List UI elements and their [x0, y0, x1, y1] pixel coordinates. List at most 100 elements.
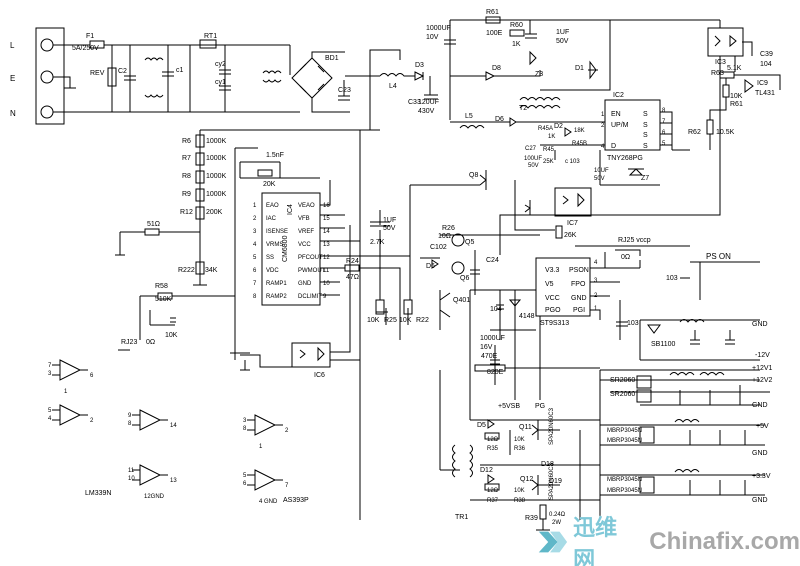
c24-label: C24 [486, 257, 499, 264]
pfc-resistor-divider: R6 1000K R7 1000K R8 1000K R9 1000K R12 … [115, 49, 401, 351]
comparator-pin-label: 8 [128, 421, 132, 427]
r12b-label: 12Ω [487, 488, 499, 494]
d3-label: D3 [415, 62, 424, 69]
r35-label: R35 [487, 446, 499, 452]
sr2060a-label: SR2060 [610, 377, 635, 384]
ic4-pin-ss: SS [266, 255, 274, 261]
ic4-pin-veao: VEAO [298, 203, 315, 209]
ic4-pin-isense: ISENSE [266, 229, 288, 235]
comparator-4 [132, 464, 168, 486]
tl431-label: TL431 [755, 90, 775, 97]
r25k-label: 25K [543, 159, 554, 165]
r10k-a: 10K [367, 317, 380, 324]
ic4-pin-num-right: 10 [323, 281, 330, 287]
r10kb-main: 10K [514, 488, 525, 494]
c103-ps: 103 [666, 275, 678, 282]
comparator-pin-label: 11 [128, 468, 135, 474]
r38-label: R38 [514, 498, 526, 504]
comparator-pin-label: 4 GND [259, 499, 278, 505]
ic4-pin-num-right: 16 [323, 203, 330, 209]
ic4-pin-ramp2: RAMP2 [266, 294, 287, 300]
ic4-pin-num-right: 13 [323, 242, 330, 248]
c1-label: c1 [176, 67, 184, 74]
ic4-pin-num-left: 6 [253, 268, 257, 274]
r820-label: 820E [487, 369, 504, 376]
st-n4: 4 [594, 260, 598, 266]
z3-label: Z3 [535, 71, 543, 78]
main-switch-section: TR1 D5 12Ω R35 10K R36 Q11 SPA20N60C3 D1… [359, 130, 600, 531]
ic2-n2: 2 [601, 123, 605, 129]
rt1-label: RT1 [204, 33, 217, 40]
gnd-out-3: GND [752, 450, 768, 457]
r9-value: 1000K [206, 191, 227, 198]
comparator-pin-label: 2 [90, 418, 94, 424]
r26k-label: 26K [564, 232, 577, 239]
comparator-pin-label: 12GND [144, 494, 165, 500]
r222-value: 34K [205, 267, 218, 274]
comparator-pin-label: 10 [128, 476, 135, 482]
comparator-5 [247, 414, 283, 436]
bd1-label: BD1 [325, 55, 339, 62]
ic4-pin-num-left: 2 [253, 216, 257, 222]
mbr-b: MBRP3045N [607, 438, 642, 444]
comparator-pin-label: 6 [90, 373, 94, 379]
ic4-pin-num-right: 12 [323, 255, 330, 261]
r62-label: R62 [688, 129, 701, 136]
ic2-n8: 8 [662, 108, 666, 114]
ic4-pin-vrms: VRMS [266, 242, 283, 248]
st-pin-pgo: PGO [545, 307, 561, 314]
comparator-pin-label: 1 [64, 389, 68, 395]
gnd-out-1: GND [752, 321, 768, 328]
d8-label: D8 [492, 65, 501, 72]
r24-value: 47Ω [346, 274, 359, 281]
r61b-label: R61 [730, 101, 743, 108]
st-pin-v33: V3.3 [545, 267, 560, 274]
l5-label: L5 [465, 113, 473, 120]
q6-label: Q6 [460, 275, 469, 282]
chinafix-logo-icon [538, 531, 568, 553]
rev-label: REV [90, 70, 105, 77]
ic4-pin-eao: EAO [266, 203, 279, 209]
r10k-label: 10K [730, 93, 743, 100]
comparator-6 [247, 469, 283, 491]
d6-label: D6 [495, 116, 504, 123]
comparator-pin-label: 8 [243, 426, 247, 432]
r45a-label: R45A [538, 126, 553, 132]
d12-label: D12 [480, 467, 493, 474]
sb1100-label: SB1100 [651, 341, 675, 348]
watermark-cn: 迅维网 [573, 516, 618, 566]
comparator-pin-label: 4 [48, 416, 52, 422]
ic2-pin-s4: S [643, 143, 648, 150]
ic4-pin-ramp1: RAMP1 [266, 281, 287, 287]
r61-label: R61 [486, 9, 499, 16]
r37-label: R37 [487, 498, 499, 504]
comparator-pin-label: 3 [48, 371, 52, 377]
t2-label: T2 [519, 105, 527, 112]
r60-value: 1K [512, 41, 521, 48]
ic2-n5: 5 [662, 141, 666, 147]
r26-label: R26 [442, 225, 455, 232]
st-pin-pgi: PGI [573, 307, 585, 314]
r24-label: R24 [346, 258, 359, 265]
watermark: 迅维网 Chinafix.com [535, 516, 800, 566]
c23-label: C23 [338, 87, 351, 94]
ic4-pin-gnd: GND [298, 281, 312, 287]
mains-e-label: E [10, 74, 15, 83]
r45b-label: R45B [572, 141, 587, 147]
r58-label: R58 [155, 283, 168, 290]
ic4-pin-dclimit: DCLIMIT [298, 294, 322, 300]
r222-label: R222 [178, 267, 195, 274]
r10k-b: 10K [399, 317, 412, 324]
r12-label: 12Ω [487, 437, 499, 443]
emi-filter: F1 5A/250V REV C2 c1 RT1 cy2 cy1 [72, 33, 300, 113]
r105k-label: 10.5K [716, 129, 735, 136]
ic4-pin-num-right: 14 [323, 229, 330, 235]
